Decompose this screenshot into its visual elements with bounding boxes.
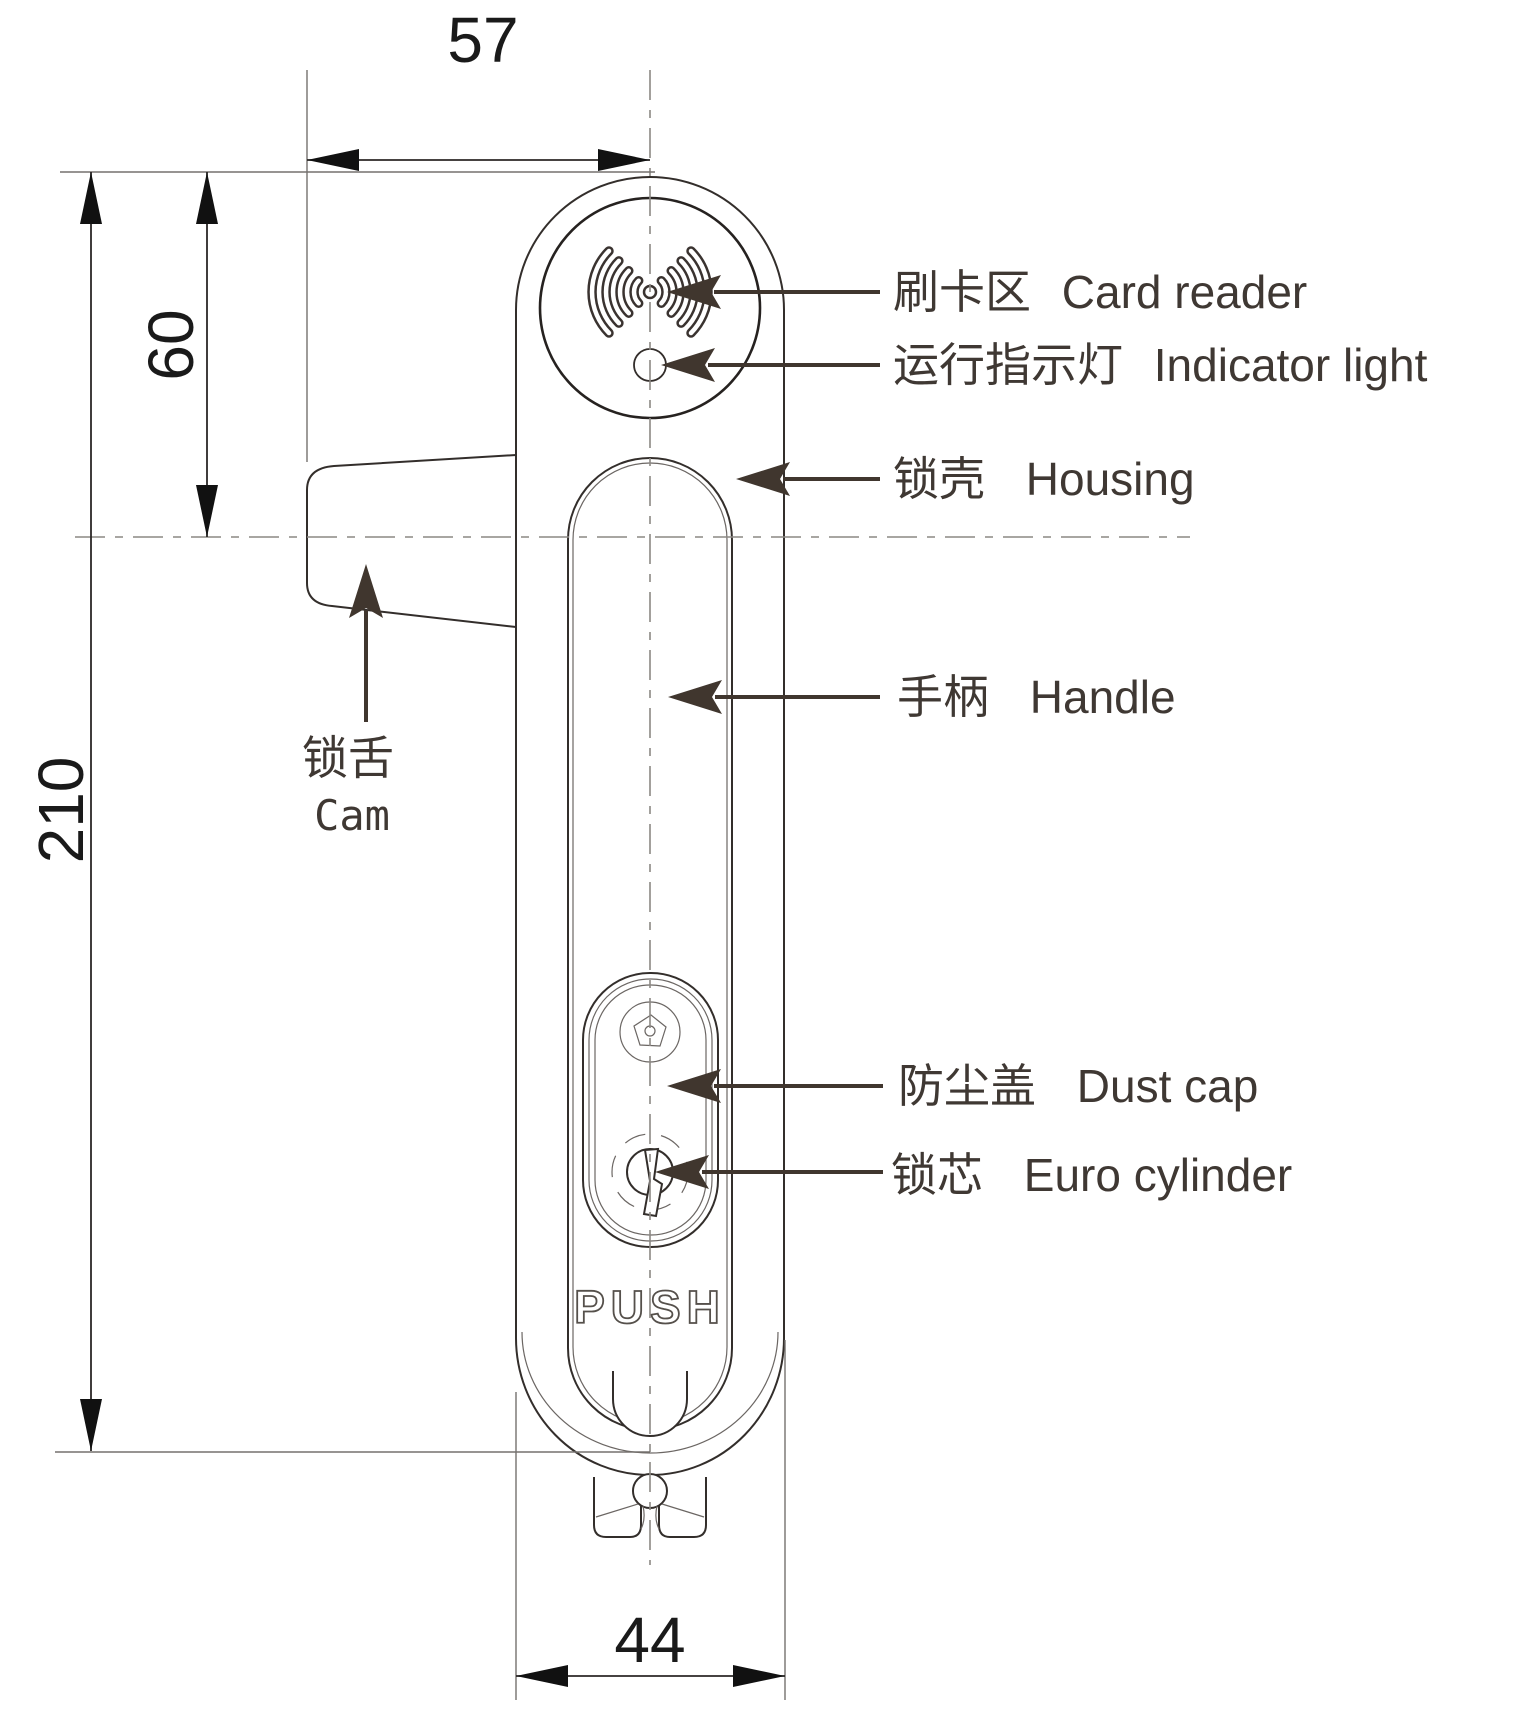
card-reader-label-zh: 刷卡区 (893, 266, 1031, 318)
label-euro-cylinder: 锁芯 Euro cylinder (655, 1149, 1292, 1201)
indicator-light-label-en: Indicator light (1154, 339, 1428, 391)
cam-label-zh: 锁舌 (302, 732, 394, 784)
bottom-clip (593, 1473, 707, 1538)
label-cam: 锁舌 Cam (302, 564, 394, 840)
svg-text:57: 57 (447, 4, 518, 76)
svg-text:锁壳 Housing: 锁壳 Housing (893, 453, 1195, 505)
housing-bottom-inner-arc (521, 1331, 779, 1454)
housing-label-en: Housing (1026, 453, 1195, 505)
svg-text:手柄 Handle: 手柄 Handle (897, 671, 1176, 723)
svg-text:防尘盖 Dust cap: 防尘盖 Dust cap (898, 1060, 1258, 1112)
euro-cylinder-label-en: Euro cylinder (1024, 1149, 1292, 1201)
euro-cylinder-label-zh: 锁芯 (891, 1149, 983, 1201)
dimension-210: 210 (25, 172, 650, 1453)
handle-label-en: Handle (1030, 671, 1176, 723)
handle-inner-line (572, 462, 728, 1425)
label-dust-cap: 防尘盖 Dust cap (667, 1060, 1258, 1112)
dimension-57: 57 (306, 4, 650, 462)
cam-label-en: Cam (314, 791, 390, 840)
svg-text:刷卡区 Card reader: 刷卡区 Card reader (893, 266, 1307, 318)
label-indicator-light: 运行指示灯 Indicator light (661, 339, 1428, 391)
push-engraving: PUSH (574, 1281, 726, 1333)
svg-text:44: 44 (614, 1604, 685, 1676)
housing-label-zh: 锁壳 (893, 453, 985, 505)
dust-cap-label-en: Dust cap (1077, 1060, 1259, 1112)
svg-text:运行指示灯 Indicator light: 运行指示灯 Indicator light (893, 339, 1428, 391)
svg-text:210: 210 (25, 757, 97, 864)
label-handle: 手柄 Handle (668, 671, 1176, 723)
dimension-44: 44 (515, 1340, 786, 1700)
label-housing: 锁壳 Housing (736, 453, 1195, 505)
svg-text:60: 60 (135, 309, 207, 380)
label-card-reader: 刷卡区 Card reader (667, 266, 1307, 318)
svg-text:锁芯 Euro cylinder: 锁芯 Euro cylinder (891, 1149, 1292, 1201)
handle-bottom-tongue (612, 1371, 688, 1437)
cam-shape (306, 453, 517, 629)
card-reader-label-en: Card reader (1062, 266, 1307, 318)
dimension-60: 60 (60, 171, 655, 537)
dust-cap-label-zh: 防尘盖 (898, 1060, 1036, 1112)
handle-label-zh: 手柄 (897, 671, 989, 723)
indicator-light-label-zh: 运行指示灯 (893, 339, 1123, 391)
